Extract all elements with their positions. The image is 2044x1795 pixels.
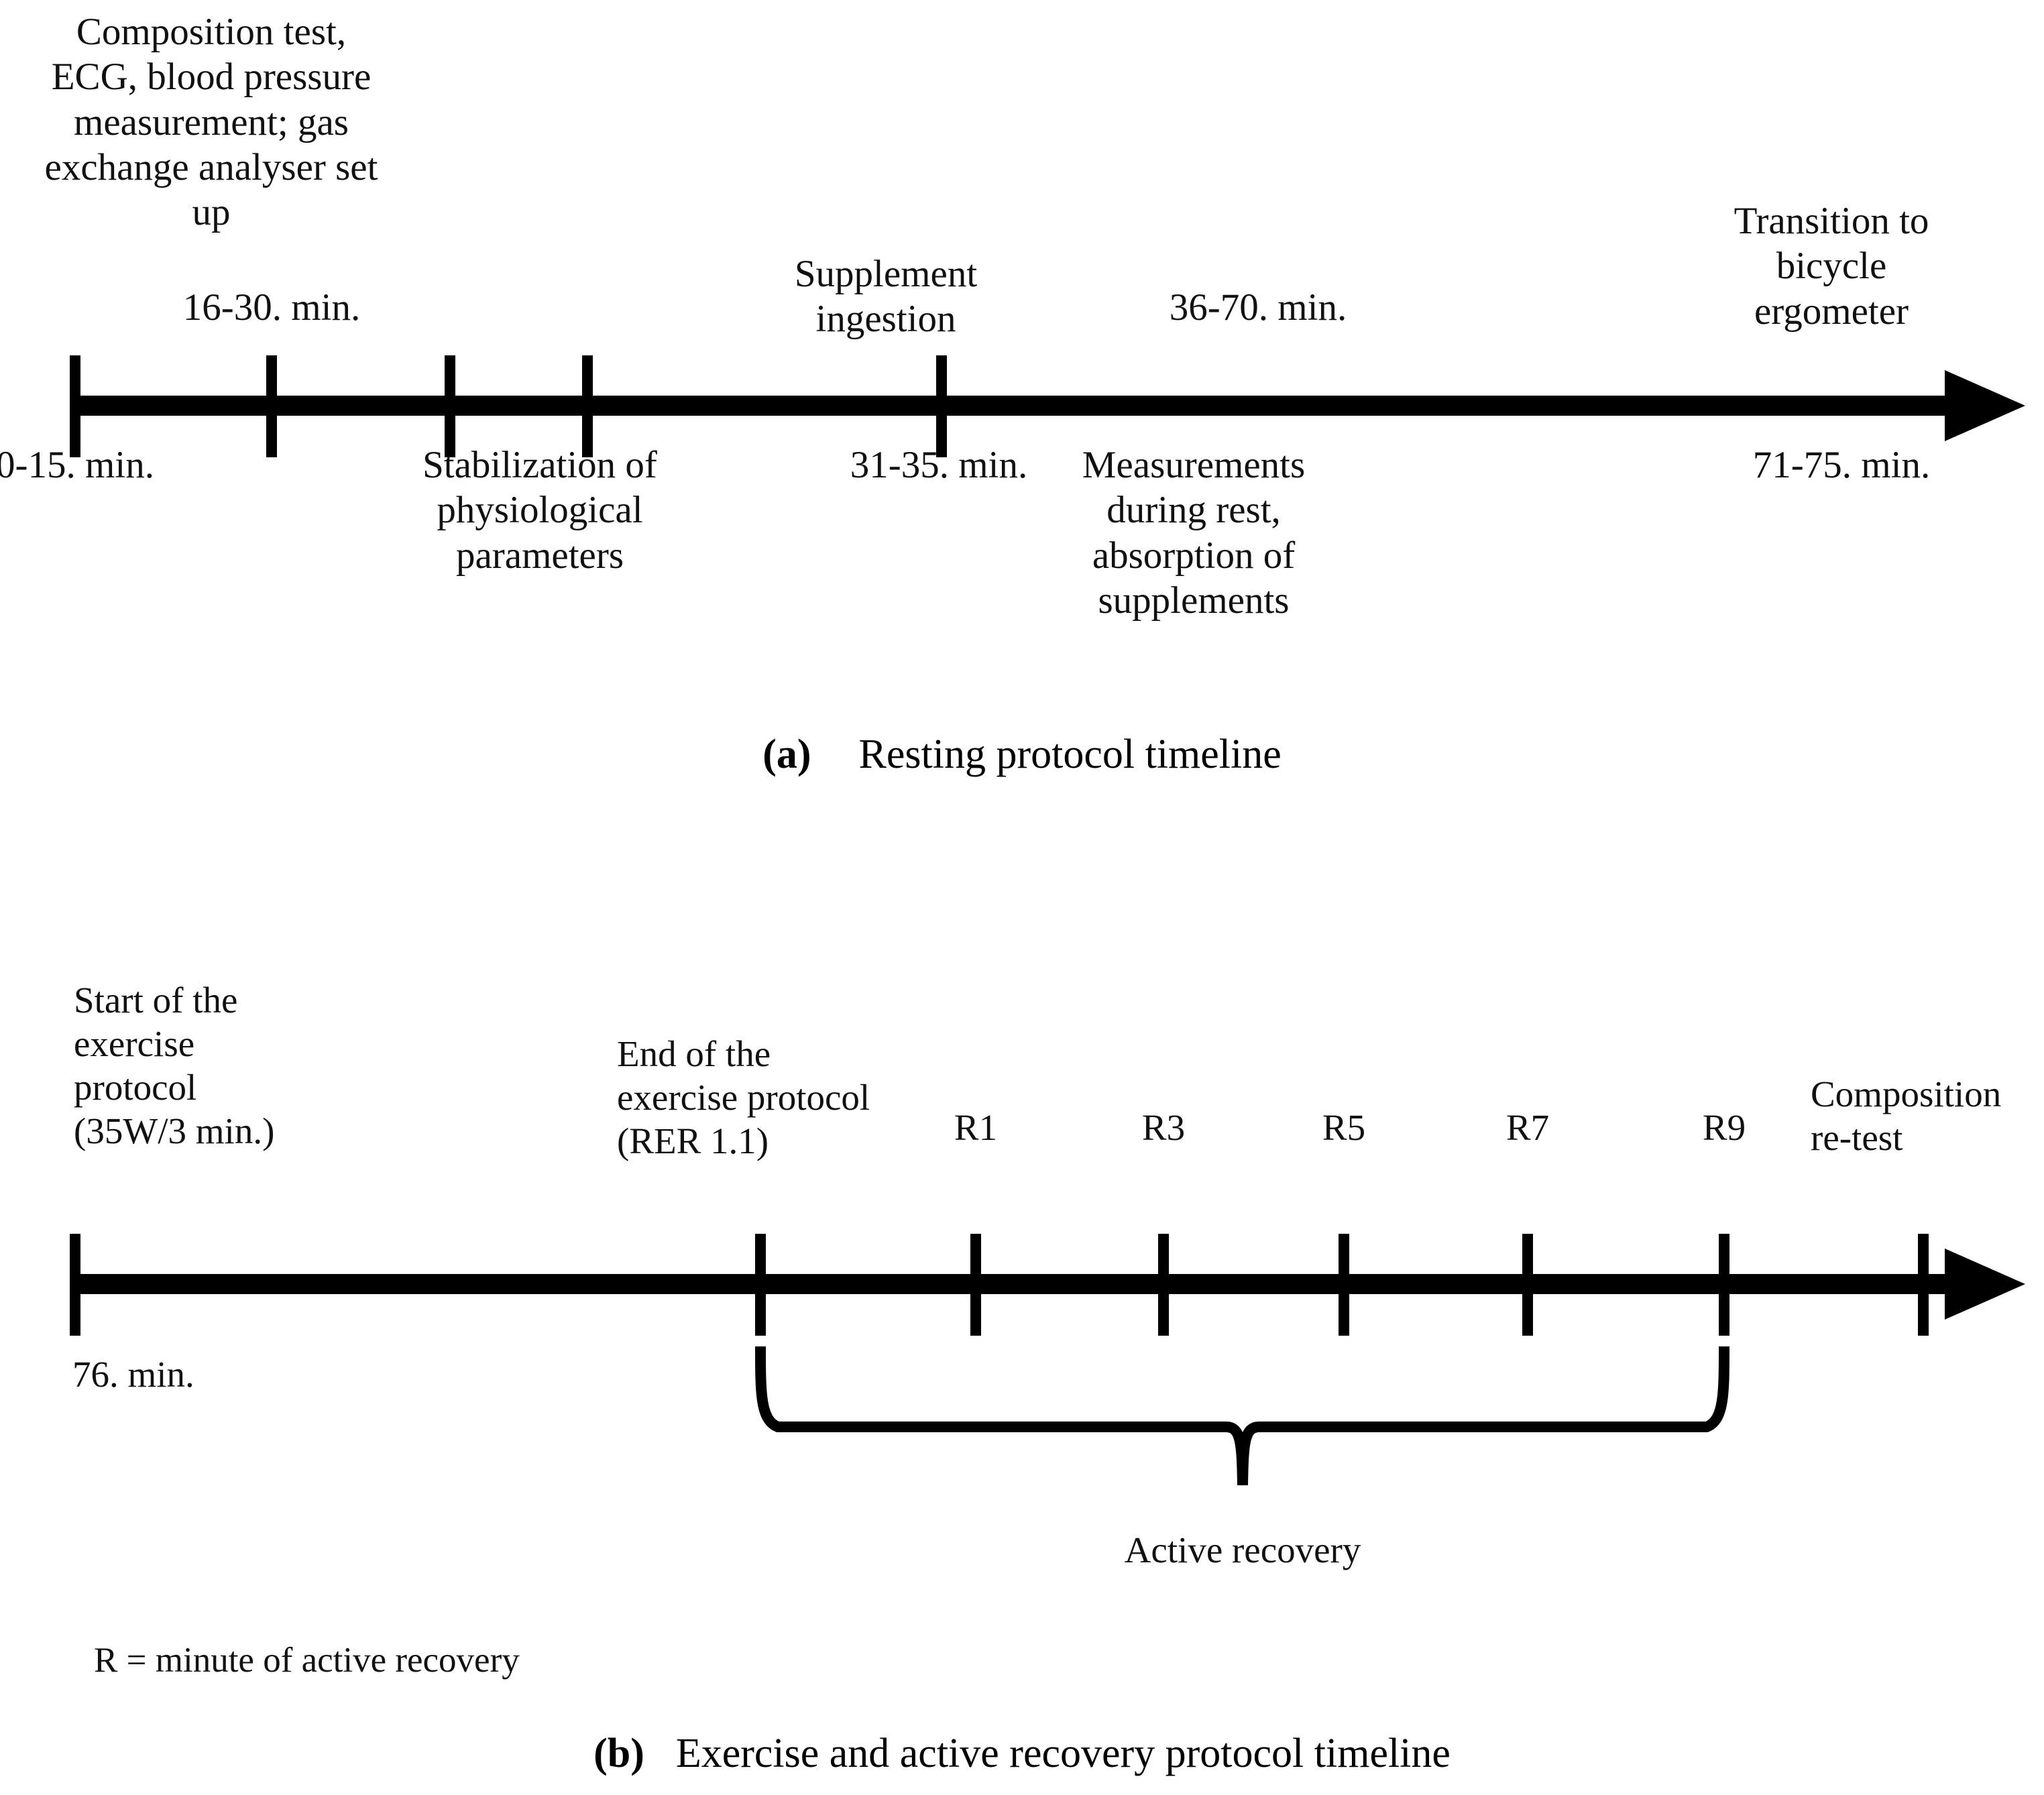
label-setup-measurements: Composition test, ECG, blood pressure me… [44,11,378,233]
label-start-of-exercise-protocol: Start of the exercise protocol (35W/3 mi… [74,980,275,1151]
panel-b-exercise-recovery-protocol: Start of the exercise protocol (35W/3 mi… [0,939,2044,1795]
label-composition-re-test: Composition re-test [1811,1074,2002,1158]
label-r5: R5 [1322,1107,1366,1148]
label-76-min: 76. min. [72,1354,194,1395]
panel-a-caption-marker: (a) [762,732,811,777]
label-supplement-ingestion: Supplement ingestion [794,253,978,341]
panel-b-caption-marker: (b) [593,1731,644,1776]
panel-a-caption: (a) Resting protocol timeline [0,731,2044,778]
label-31-35-min: 31-35. min. [850,444,1028,486]
label-stabilization-of-physiological-parameters: Stabilization of physiological parameter… [422,444,657,577]
panel-b-caption-text: Exercise and active recovery protocol ti… [675,1731,1451,1776]
label-16-30-min: 16-30. min. [182,286,361,329]
label-71-75-min: 71-75. min. [1752,444,1931,486]
panel-b-axis [70,1234,2025,1336]
label-r1: R1 [954,1107,998,1148]
label-measurements-during-rest: Measurements during rest, absorption of … [1082,444,1306,622]
label-36-70-min: 36-70. min. [1169,286,1347,329]
panel-a-caption-text: Resting protocol timeline [858,732,1282,777]
label-0-15-min: 0-15. min. [0,444,154,486]
label-r7: R7 [1506,1107,1550,1148]
panel-b-caption: (b) Exercise and active recovery protoco… [0,1730,2044,1778]
legend-note-r-definition: R = minute of active recovery [94,1641,520,1680]
label-r9: R9 [1702,1107,1746,1148]
panel-a-axis [70,355,2025,457]
label-active-recovery: Active recovery [1124,1529,1361,1570]
label-end-of-exercise-protocol: End of the exercise protocol (RER 1.1) [617,1033,870,1161]
panel-a-resting-protocol: Composition test, ECG, blood pressure me… [0,0,2044,845]
label-transition-to-bicycle-ergometer: Transition to bicycle ergometer [1734,200,1929,333]
label-r3: R3 [1141,1107,1186,1148]
active-recovery-brace [755,1346,1729,1486]
